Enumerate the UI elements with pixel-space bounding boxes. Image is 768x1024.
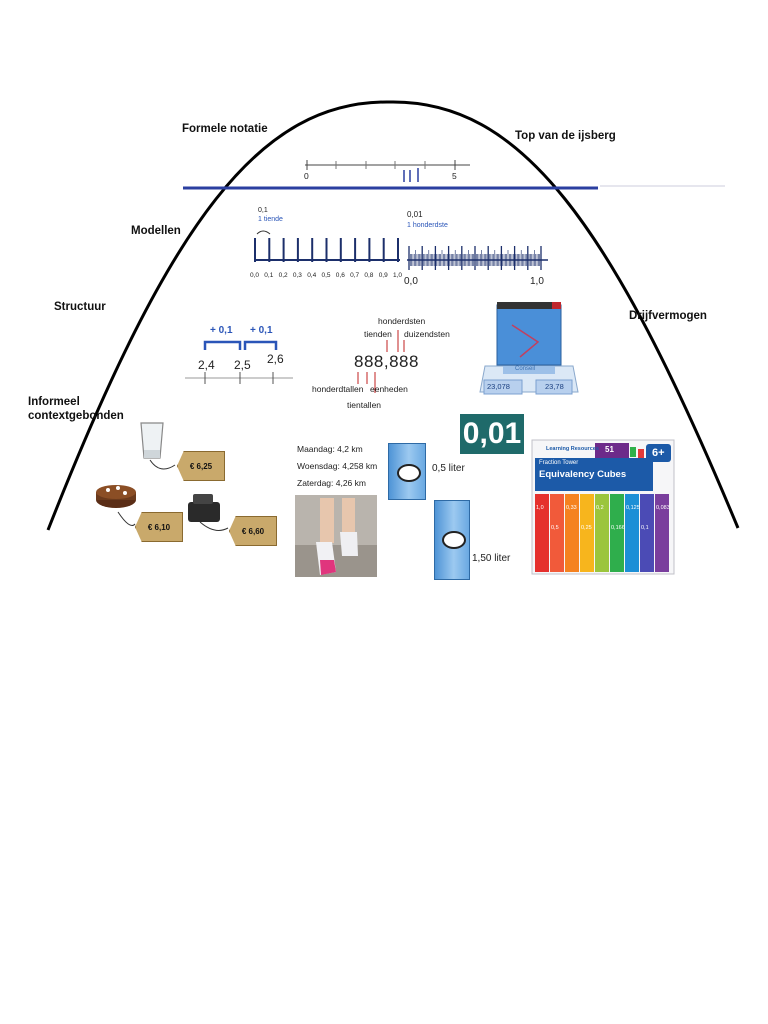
run-log-3: Zaterdag: 4,26 km (297, 478, 366, 488)
hundredths-number-line (407, 246, 548, 270)
tenths-tick-label: 0,9 (378, 272, 388, 279)
price-tag-3: € 6,60 (229, 516, 277, 546)
tenths-tick-label: 0,8 (364, 272, 374, 279)
hundredths-end: 1,0 (530, 276, 544, 287)
tenths-tick-label: 0,0 (250, 272, 260, 279)
tenths-tick-label: 0,5 (321, 272, 331, 279)
fraction-cube-column (580, 494, 594, 572)
formal-number-line (305, 160, 470, 182)
hundredths-subtitle: 1 honderdste (407, 222, 448, 229)
tenths-subtitle: 1 tiende (258, 216, 283, 223)
label-driving-force: Drijfvermogen (629, 310, 707, 322)
price-tag-2: € 6,10 (135, 512, 183, 542)
box-brand: Learning Resources (546, 446, 599, 452)
fraction-cube-column (655, 494, 669, 572)
place-eenheden: eenheden (370, 384, 408, 394)
hundredths-title: 0,01 (407, 210, 423, 219)
fraction-cube-label: 1,0 (536, 505, 544, 511)
milk-carton-large (434, 500, 470, 580)
fraction-cube-label: 0,1 (641, 525, 649, 531)
run-log-1: Maandag: 4,2 km (297, 444, 363, 454)
fraction-cube-column (565, 494, 579, 572)
formal-tick-5: 5 (452, 171, 457, 181)
tenths-tick-label: 0,3 (292, 272, 302, 279)
fraction-cube-label: 0,25 (581, 525, 592, 531)
tenths-tick-label: 0,6 (335, 272, 345, 279)
step-value-2: 2,5 (234, 358, 251, 372)
place-value-arrows (357, 330, 405, 393)
tenths-tick-label: 1,0 (393, 272, 403, 279)
cake (96, 485, 136, 508)
label-tip-of-iceberg: Top van de ijsberg (515, 130, 616, 142)
fraction-cube-column (640, 494, 654, 572)
cubes-box (531, 439, 675, 575)
label-models: Modellen (131, 225, 181, 237)
tenths-tick-label: 0,7 (350, 272, 360, 279)
tenths-title: 0,1 (258, 207, 268, 214)
step-number-line (185, 340, 293, 384)
price-tag-1: € 6,25 (177, 451, 225, 481)
milk-small-label: 0,5 liter (432, 463, 465, 474)
big-decimal-badge: 0,01 (460, 414, 524, 454)
place-duizendsten: duizendsten (404, 329, 450, 339)
cow-icon (442, 531, 466, 549)
label-formal-notation: Formele notatie (182, 123, 268, 135)
place-value-number: 888,888 (354, 352, 419, 371)
hole-punch (188, 494, 220, 522)
place-tientallen: tientallen (347, 400, 382, 410)
tenths-tick-label: 0,1 (264, 272, 274, 279)
step-label-1: + 0,1 (210, 325, 233, 336)
fraction-cube-column (535, 494, 549, 572)
fraction-cube-label: 0,33 (566, 505, 577, 511)
label-informal: Informeel (28, 396, 80, 408)
step-label-2: + 0,1 (250, 325, 273, 336)
hundredths-start: 0,0 (404, 276, 418, 287)
iceberg-outline (46, 100, 740, 531)
fraction-cube-label: 0,5 (551, 525, 559, 531)
run-log-2: Woensdag: 4,258 km (297, 461, 378, 471)
box-age: 6+ (652, 447, 665, 459)
milk-carton-small (388, 443, 426, 500)
running-photo (295, 495, 377, 577)
milk-large-label: 1,50 liter (472, 553, 511, 564)
scale-brand: Conseil (515, 366, 536, 372)
fraction-cube-label: 0,2 (596, 505, 604, 511)
label-context-bound: contextgebonden (28, 410, 124, 422)
box-count: 51 (605, 445, 614, 454)
fraction-cube-label: 0,083 (656, 505, 670, 511)
fraction-cube-label: 0,166 (611, 525, 625, 531)
kitchen-scale (479, 302, 579, 395)
fraction-cube-column (550, 494, 564, 572)
step-value-3: 2,6 (267, 352, 284, 366)
place-tienden: tienden (364, 329, 392, 339)
step-value-1: 2,4 (198, 358, 215, 372)
box-subtitle: Fraction Tower (539, 460, 579, 466)
scale-left-readout: 23,078 (487, 382, 510, 391)
tenths-tick-label: 0,2 (278, 272, 288, 279)
tag-strings (117, 459, 229, 531)
fraction-cube-label: 0,125 (626, 505, 640, 511)
formal-tick-0: 0 (304, 171, 309, 181)
cow-icon (397, 464, 421, 482)
place-honderdtallen: honderdtallen (312, 384, 364, 394)
box-title: Equivalency Cubes (539, 469, 627, 480)
tenths-tick-label: 0,4 (307, 272, 317, 279)
scale-right-readout: 23,78 (545, 382, 564, 391)
place-honderdsten: honderdsten (378, 316, 426, 326)
fraction-cube-column (595, 494, 609, 572)
shot-glass (140, 422, 164, 459)
tenths-number-line (254, 230, 400, 262)
fraction-cube-column (625, 494, 639, 572)
label-structure: Structuur (54, 301, 106, 313)
fraction-cube-column (610, 494, 624, 572)
